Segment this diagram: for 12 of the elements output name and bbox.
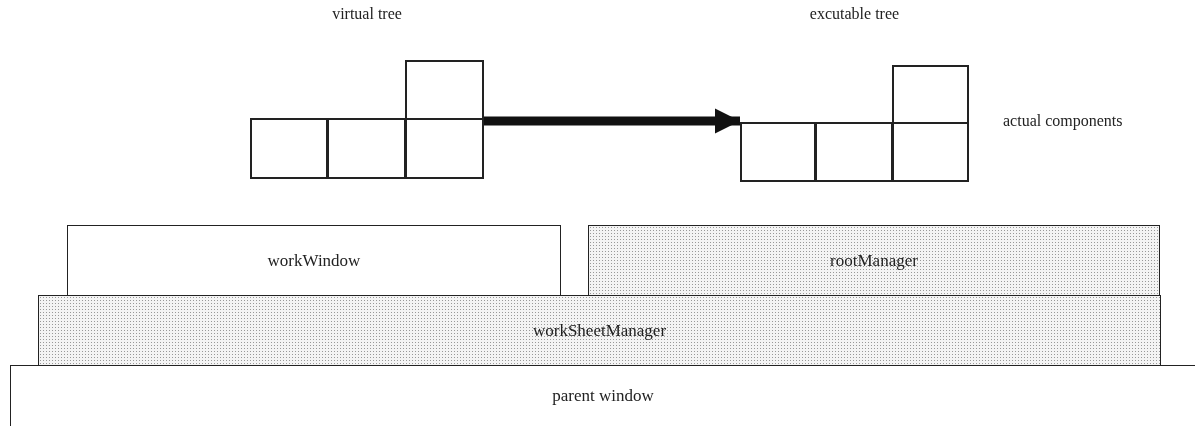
- tree-title: virtual tree: [331, 5, 403, 23]
- layer-label: workSheetManager: [532, 320, 667, 341]
- tree-title: excutable tree: [808, 5, 901, 23]
- layer-label: rootManager: [830, 250, 918, 271]
- annotation-text: actual components: [1003, 112, 1123, 130]
- layer-bar: [38, 295, 1161, 366]
- arrow: [484, 108, 740, 134]
- layer-bar: [10, 365, 1195, 426]
- layer-label: workWindow: [267, 250, 361, 271]
- layer-bar: [67, 225, 561, 296]
- layer-label: parent window: [552, 386, 654, 406]
- layer-bar: [588, 225, 1160, 296]
